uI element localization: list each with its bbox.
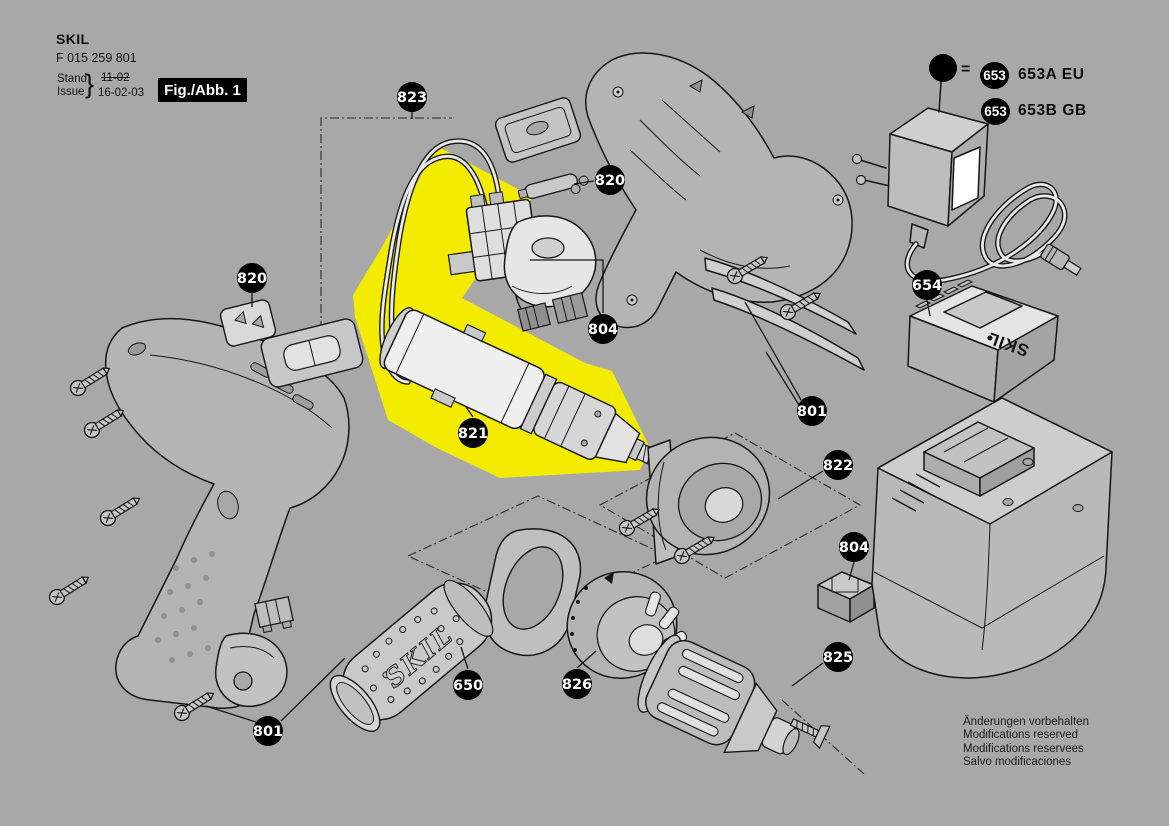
- leader-line-grip-sleeve: [460, 646, 469, 670]
- contact-strips: [704, 250, 865, 371]
- svg-text:804: 804: [588, 322, 618, 338]
- balloon-801-housing-screws: 801: [253, 716, 283, 746]
- handle-end-cap: [214, 632, 288, 708]
- superseded-date: 11-02: [101, 72, 130, 84]
- svg-text:826: 826: [562, 677, 592, 693]
- brand-title: SKIL: [56, 31, 90, 47]
- footer-line: Salvo modificaciones: [963, 756, 1072, 769]
- balloon-823-wiring-group: 823: [397, 82, 427, 112]
- battery-door: [494, 97, 582, 163]
- svg-text:804: 804: [839, 540, 869, 556]
- balloon-layer: 823 820 820 804 821 801 822 804 825 826 650 801 654: [205, 82, 942, 746]
- fr-lever: [517, 173, 589, 200]
- balloon-801-contact-strips: 801: [797, 396, 827, 426]
- bit-holder: [817, 571, 875, 623]
- footer-line: Modifications reserved: [963, 729, 1079, 742]
- svg-text:820: 820: [237, 271, 267, 287]
- svg-text:825: 825: [823, 650, 853, 666]
- front-collar: [483, 528, 582, 657]
- leader-line-contact-strips: [744, 301, 802, 401]
- svg-text:823: 823: [397, 90, 427, 106]
- legend-connector-line: [938, 81, 942, 113]
- svg-text:654: 654: [912, 278, 942, 294]
- wall-charger: [851, 107, 1082, 284]
- stand-label: Stand: [57, 73, 88, 85]
- balloon-804-switch-module: 804: [588, 314, 618, 344]
- variant-label-eu: 653A EU: [1018, 66, 1085, 83]
- variant-label-gb: 653B GB: [1018, 102, 1087, 119]
- balloon-654-charging-dock: 654: [912, 270, 942, 300]
- leader-line-charging-dock: [926, 299, 931, 317]
- leader-line-switch-module: [530, 259, 604, 313]
- balloon-653-eu: 653: [980, 62, 1009, 89]
- issue-label: Issue: [57, 86, 85, 98]
- charging-dock: SKIL: [907, 279, 1059, 403]
- balloon-822-gear-case: 822: [823, 450, 853, 480]
- wire-connectors: [517, 292, 589, 332]
- catalog-number: F 015 259 801: [56, 51, 137, 65]
- leader-line-bit-holder: [848, 561, 855, 581]
- lock-button: [219, 299, 277, 347]
- balloon-650-grip-sleeve: 650: [453, 670, 483, 700]
- leader-line-motor-assembly: [465, 406, 474, 418]
- balloon-804-bit-holder: 804: [839, 532, 869, 562]
- chuck-screw: [789, 718, 831, 750]
- svg-text:821: 821: [458, 426, 488, 442]
- svg-text:801: 801: [797, 404, 827, 420]
- charger-plug-tip: [1040, 243, 1082, 276]
- balloon-825-chuck: 825: [823, 642, 853, 672]
- battery-pack: [871, 397, 1113, 679]
- footer-line: Änderungen vorbehalten: [963, 716, 1089, 728]
- svg-text:650: 650: [453, 678, 483, 694]
- gear-case: [616, 436, 771, 567]
- screw: [46, 570, 94, 608]
- svg-text:822: 822: [823, 458, 853, 474]
- leader-line-contact-strips: [765, 351, 800, 406]
- leader-line-housing-screws: [205, 705, 257, 723]
- equals-sign: =: [961, 61, 971, 78]
- footer-line: Modifications reservees: [963, 742, 1084, 755]
- leader-line-clutch-ring: [576, 650, 597, 669]
- screw: [97, 491, 145, 529]
- charger-reference-disc: [929, 54, 957, 82]
- motor-assembly: [379, 307, 667, 468]
- leader-line-fr-lever: [573, 180, 595, 185]
- balloon-820-fr-lever: 820: [595, 165, 625, 195]
- issue-date: 16-02-03: [98, 87, 145, 99]
- svg-text:820: 820: [595, 173, 625, 189]
- figure-label: Fig./Abb. 1: [158, 78, 247, 102]
- switch-module: [447, 191, 597, 308]
- chuck: [637, 634, 800, 756]
- leader-line-chuck: [791, 662, 824, 687]
- grip-sleeve: SKIL: [329, 579, 494, 732]
- leader-line-housing-screws: [280, 657, 346, 722]
- battery-clip: [254, 595, 294, 634]
- grip-texture: [155, 551, 215, 663]
- svg-text:801: 801: [253, 724, 283, 740]
- housing-right-half: [585, 52, 853, 329]
- balloon-820-lock-button: 820: [237, 263, 267, 293]
- rocker-switch: [260, 318, 364, 388]
- leader-line-gear-case: [777, 470, 824, 500]
- balloon-826-clutch-ring: 826: [562, 669, 592, 699]
- balloon-653-gb: 653: [981, 98, 1010, 125]
- date-brace: }: [85, 69, 95, 99]
- balloon-821-motor-assembly: 821: [458, 418, 488, 448]
